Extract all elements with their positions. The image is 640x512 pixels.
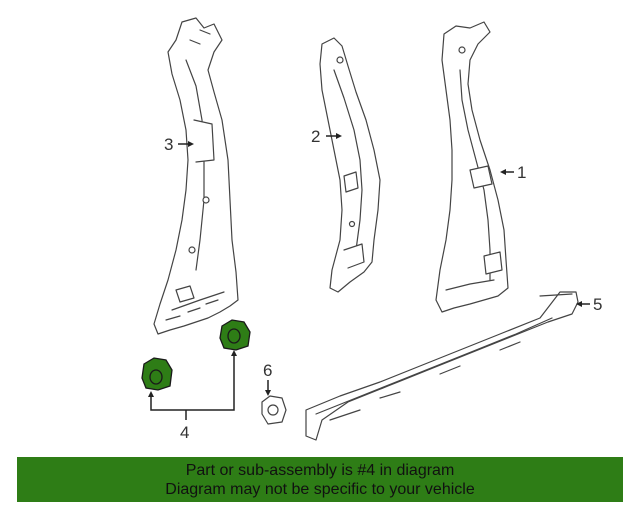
callout-5: 5	[593, 295, 603, 314]
callout-2: 2	[311, 127, 321, 146]
part-3-hinge-pillar	[153, 17, 239, 335]
callout-4: 4	[180, 423, 190, 442]
part-2-pillar-reinforcement	[319, 37, 381, 293]
parts-diagram	[141, 17, 590, 441]
part-1-b-pillar	[435, 21, 509, 313]
callout-1: 1	[517, 163, 527, 182]
callout-6: 6	[263, 361, 273, 380]
arrowheads	[148, 133, 582, 397]
part-info-banner: Part or sub-assembly is #4 in diagram Di…	[17, 457, 623, 502]
banner-line-1: Part or sub-assembly is #4 in diagram	[185, 462, 455, 479]
banner-line-2: Diagram may not be specific to your vehi…	[165, 481, 475, 498]
part-6-plug	[261, 395, 287, 425]
part-4-insulator-right	[219, 319, 251, 351]
part-4-insulator-left	[141, 357, 173, 391]
part-5-rocker-panel	[305, 291, 579, 441]
callout-3: 3	[164, 135, 174, 154]
